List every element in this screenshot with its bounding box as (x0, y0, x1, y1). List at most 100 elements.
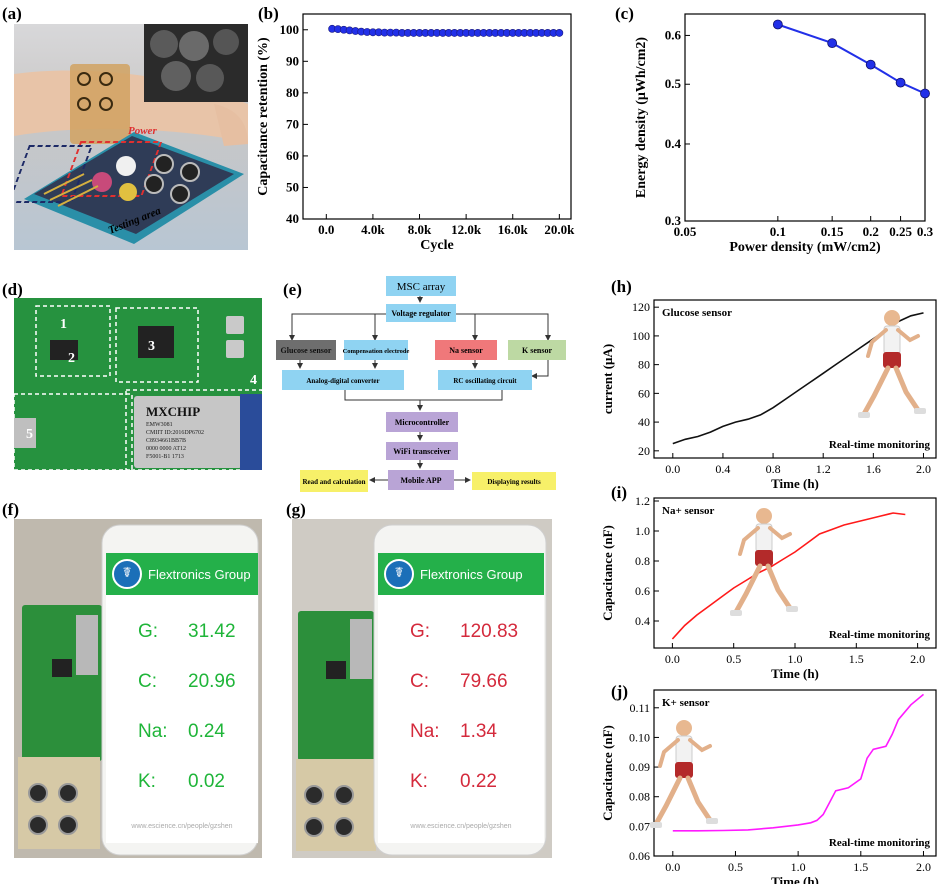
electrode (334, 785, 354, 805)
x-tick-label: 2.0 (910, 652, 925, 666)
sem-particle (150, 30, 178, 58)
power-box (60, 141, 163, 197)
node-displaying-results (472, 472, 556, 490)
reading-row: G:31.42 (106, 621, 258, 647)
region-label-2: 2 (68, 351, 75, 366)
sensor-patch (296, 759, 376, 851)
chip (326, 661, 346, 679)
y-tick-label: 80 (638, 358, 650, 372)
region-label-4: 4 (250, 373, 257, 388)
reading-row: G:120.83 (378, 621, 544, 647)
wifi-module (134, 396, 242, 468)
node-compensation-electrode (344, 340, 408, 360)
x-tick-label: 0.0 (665, 462, 680, 476)
y-tick-label: 0.06 (629, 849, 650, 863)
button-component (226, 340, 244, 358)
supercap-cell (154, 154, 174, 174)
sem-particle (179, 31, 209, 61)
chart-title: Na+ sensor (662, 505, 715, 517)
chart-annotation: Real-time monitoring (829, 837, 931, 849)
sem-particle (196, 64, 224, 92)
chip-line: 0000 0000 AT12 (146, 446, 186, 452)
x-tick-label: 16.0k (498, 222, 529, 237)
runner-arm (688, 738, 712, 753)
x-axis-label: Time (h) (771, 476, 819, 491)
app-header: ☤ Flextronics Group (106, 553, 258, 595)
node-displaying-results-label: Displaying results (487, 478, 541, 486)
y-tick-label: 0.3 (665, 213, 682, 228)
x-tick-label: 0.2 (863, 224, 879, 239)
electrode (77, 97, 91, 111)
app-title: Flextronics Group (148, 566, 251, 582)
x-tick-label: 1.6 (866, 462, 881, 476)
node-na-sensor (435, 340, 497, 360)
supercap-cell (170, 184, 190, 204)
hand-shape (214, 104, 248, 146)
antenna (240, 394, 262, 470)
node-wifi-transceiver-label: WiFi transceiver (393, 447, 451, 456)
runner-leg (765, 563, 793, 611)
panel-label-a: (a) (2, 4, 22, 23)
y-axis-label: Energy density (μWh/cm2) (634, 37, 649, 198)
y-axis-label: Capacitance (nF) (600, 525, 615, 621)
runner-leg (653, 775, 683, 827)
app-logo-icon: ☤ (384, 559, 414, 589)
panel-label-g: (g) (286, 500, 306, 519)
x-tick-label: 2.0 (916, 462, 931, 476)
y-tick-label: 0.6 (635, 584, 650, 598)
x-axis-label: Cycle (420, 238, 453, 253)
runner-shoe (730, 610, 742, 616)
node-adc-label: Analog-digital converter (306, 377, 379, 385)
chip (50, 340, 78, 360)
region-box (125, 389, 262, 470)
x-tick-label: 0.05 (674, 224, 697, 239)
x-axis-label: Power density (mW/cm2) (729, 240, 881, 255)
x-tick-label: 0.25 (889, 224, 912, 239)
node-read-calculation (300, 470, 368, 492)
reading-row: K:0.22 (378, 771, 544, 797)
x-tick-label: 8.0k (408, 222, 432, 237)
runner-head (756, 508, 772, 524)
reading-label: C: (410, 671, 429, 692)
electrode (304, 817, 324, 837)
chip-line: EMW3081 (146, 422, 173, 428)
electrode (58, 815, 78, 835)
y-tick-label: 60 (286, 148, 299, 163)
region-box (35, 305, 111, 377)
y-tick-label: 0.4 (665, 136, 682, 151)
x-tick-label: 1.2 (816, 462, 831, 476)
node-na-sensor-label: Na sensor (449, 346, 483, 355)
runner-shoe (706, 818, 718, 824)
runner-leg (893, 365, 921, 413)
y-tick-label: 40 (286, 211, 299, 226)
photo-panel-d: 1 2 3 4 5 MXCHIP EMW3081 CMIIT ID:2016DP… (14, 298, 262, 470)
y-tick-label: 70 (286, 116, 299, 131)
electrode (77, 72, 91, 86)
chip (52, 659, 72, 677)
reading-value: 79.66 (460, 671, 508, 692)
supercap-cell (144, 174, 164, 194)
y-tick-label: 0.5 (665, 76, 682, 91)
node-msc-array-label: MSC array (397, 281, 446, 293)
electrode (99, 72, 113, 86)
reading-row: C:20.96 (106, 671, 258, 697)
chip (138, 326, 174, 358)
reading-value: 1.34 (460, 721, 497, 742)
plot-frame (684, 13, 926, 222)
node-adc (282, 370, 404, 390)
reading-label: K: (138, 771, 156, 792)
node-glucose-sensor (276, 340, 336, 360)
y-tick-label: 0.07 (629, 819, 650, 833)
app-header: ☤ Flextronics Group (378, 553, 544, 595)
y-tick-label: 0.09 (629, 760, 650, 774)
x-tick-label: 12.0k (451, 222, 482, 237)
x-tick-label: 1.5 (849, 652, 864, 666)
x-tick-label: 0.4 (715, 462, 730, 476)
x-tick-label: 0.8 (766, 462, 781, 476)
plot-frame (653, 497, 937, 649)
runner-leg (685, 775, 713, 823)
